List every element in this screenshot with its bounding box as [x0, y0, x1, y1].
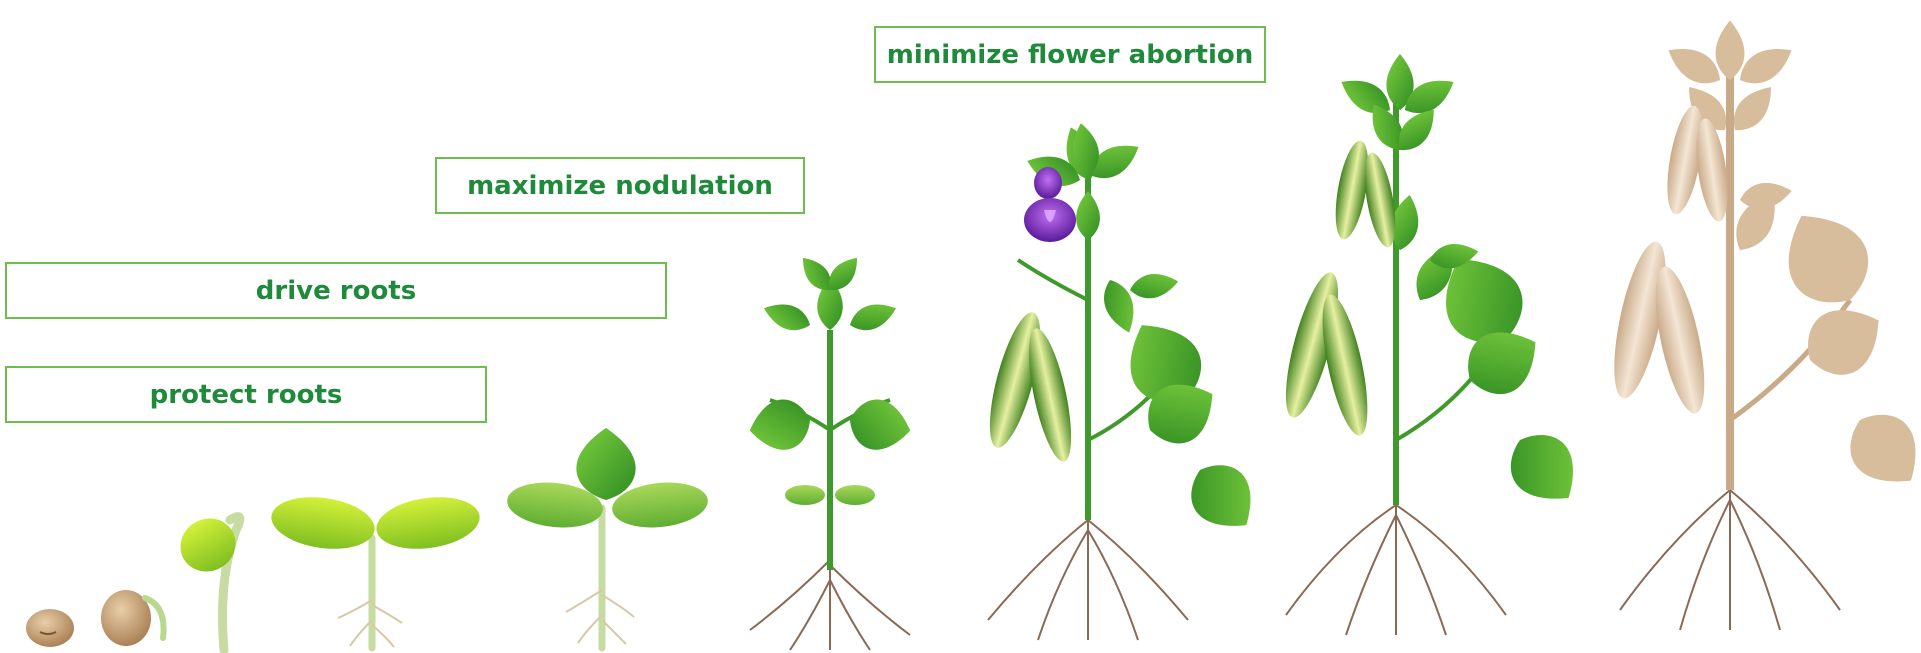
cotyledon-stage: [268, 491, 483, 648]
flowering-stage: [979, 121, 1268, 640]
maturity-stage: [1604, 20, 1921, 630]
unifoliate-stage: [505, 428, 710, 648]
emergence-stage: [171, 508, 245, 650]
germinating-seed-stage: [101, 590, 164, 646]
pod-fill-stage: [1275, 54, 1592, 635]
vegetative-stage: [745, 251, 914, 650]
seed-stage: [26, 609, 74, 647]
